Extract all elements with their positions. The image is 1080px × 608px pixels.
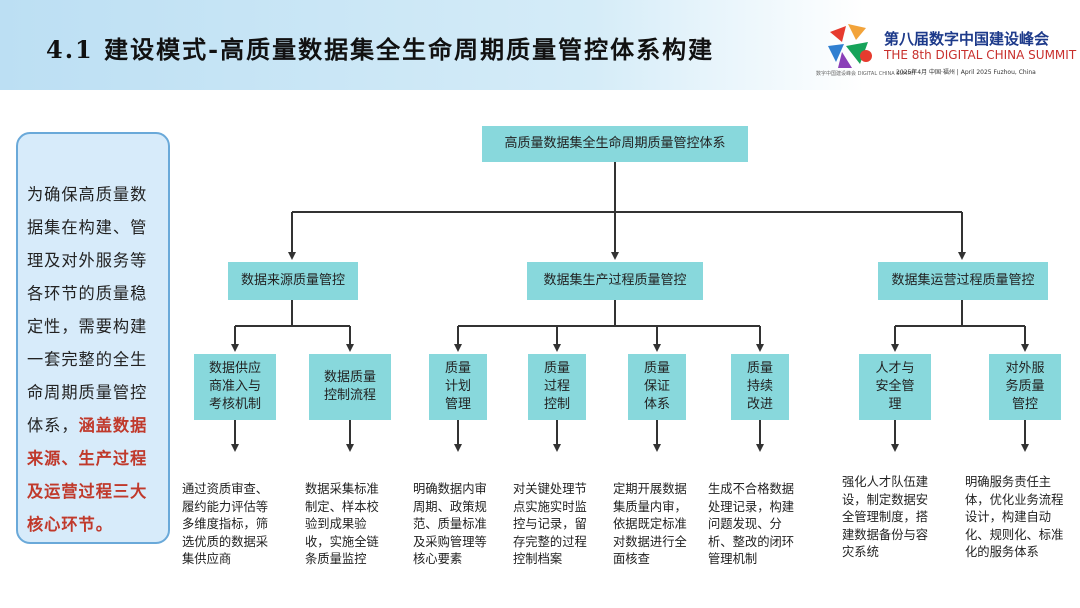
intro-highlight: 涵盖数据来源、生产过程及运营过程三大核心环节。 [27, 416, 148, 534]
intro-panel: 为确保高质量数据集在构建、管理及对外服务等各环节的质量稳定性，需要构建一套完整的… [16, 132, 170, 544]
leaf-node-quality-control-process: 数据质量 控制流程 [309, 354, 391, 420]
leaf-desc-supplier-access: 通过资质审查、 履约能力评估等 多维度指标，筛 选优质的数据采 集供应商 [182, 482, 269, 566]
branch-node-data-source: 数据来源质量管控 [228, 262, 358, 300]
leaf-desc-quality-assurance: 定期开展数据 集质量内审， 依据既定标准 对数据进行全 面核查 [613, 482, 687, 566]
header-banner: 4.1 建设模式-高质量数据集全生命周期质量管控体系构建 数字中国建设峰会 DI… [0, 0, 1080, 90]
leaf-node-external-service: 对外服 务质量 管控 [989, 354, 1061, 420]
leaf-desc-external-service: 明确服务责任主 体，优化业务流程 设计，构建自动 化、规则化、标准 化的服务体系 [965, 475, 1064, 559]
summit-name-cn: 第八届数字中国建设峰会 [884, 30, 1050, 48]
summit-logo-icon [828, 24, 872, 68]
page-title: 4.1 建设模式-高质量数据集全生命周期质量管控体系构建 [46, 35, 715, 64]
branch-node-operation: 数据集运营过程质量管控 [878, 262, 1048, 300]
leaf-desc-talent-security: 强化人才队伍建 设，制定数据安 全管理制度，搭 建数据备份与容 灾系统 [842, 475, 929, 559]
leaf-desc-continuous-improvement: 生成不合格数据 处理记录，构建 问题发现、分 析、整改的闭环 管理机制 [708, 482, 795, 566]
logo-caption: 数字中国建设峰会 DIGITAL CHINA SUMMIT [816, 71, 917, 77]
leaf-node-quality-assurance: 质量 保证 体系 [628, 354, 686, 420]
leaf-node-process-control: 质量 过程 控制 [528, 354, 586, 420]
leaf-node-talent-security: 人才与 安全管 理 [859, 354, 931, 420]
leaf-desc-quality-control-process: 数据采集标准 制定、样本校 验到成果验 收，实施全链 条质量监控 [305, 482, 379, 566]
root-node: 高质量数据集全生命周期质量管控体系 [482, 126, 748, 162]
leaf-desc-process-control: 对关键处理节 点实施实时监 控与记录，留 存完整的过程 控制档案 [513, 482, 587, 566]
leaf-node-quality-planning: 质量 计划 管理 [429, 354, 487, 420]
branch-node-production: 数据集生产过程质量管控 [527, 262, 703, 300]
intro-text: 为确保高质量数据集在构建、管理及对外服务等各环节的质量稳定性，需要构建一套完整的… [27, 185, 148, 435]
leaf-node-continuous-improvement: 质量 持续 改进 [731, 354, 789, 420]
summit-name-en: THE 8th DIGITAL CHINA SUMMIT [884, 48, 1077, 62]
summit-date-location: 2025年4月 中国·福州 | April 2025 Fuzhou, China [896, 69, 1036, 76]
leaf-node-supplier-access: 数据供应 商准入与 考核机制 [194, 354, 276, 420]
leaf-desc-quality-planning: 明确数据内审 周期、政策规 范、质量标准 及采购管理等 核心要素 [413, 482, 487, 566]
